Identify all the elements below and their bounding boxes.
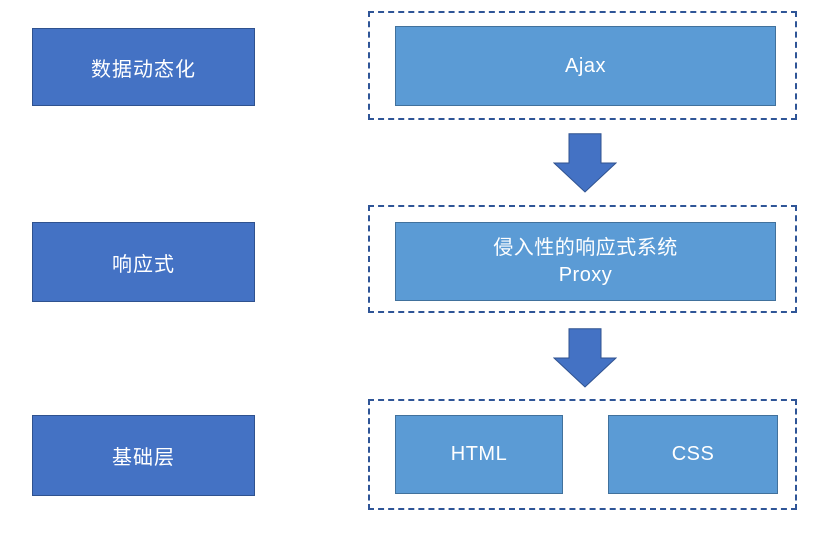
- category-box-base-layer: 基础层: [32, 415, 255, 496]
- node-label: CSS: [671, 443, 715, 465]
- down-arrow-icon: [553, 328, 617, 388]
- category-box-data-dynamization: 数据动态化: [32, 28, 255, 106]
- category-label: 数据动态化: [91, 58, 196, 81]
- category-box-responsive: 响应式: [32, 222, 255, 302]
- category-label: 基础层: [112, 447, 175, 469]
- category-label: 响应式: [112, 253, 175, 276]
- dashed-container-base: HTML CSS: [368, 399, 797, 510]
- dashed-container-ajax: Ajax: [368, 11, 797, 120]
- node-box-css: CSS: [608, 415, 778, 494]
- node-box-proxy: 侵入性的响应式系统 Proxy: [395, 222, 776, 301]
- node-box-html: HTML: [395, 415, 563, 494]
- node-label: Ajax: [565, 54, 606, 77]
- down-arrow-icon: [553, 133, 617, 193]
- node-label: HTML: [450, 443, 508, 465]
- node-label-line2: Proxy: [558, 263, 613, 286]
- node-box-ajax: Ajax: [395, 26, 776, 106]
- dashed-container-proxy: 侵入性的响应式系统 Proxy: [368, 205, 797, 313]
- node-label-line1: 侵入性的响应式系统: [493, 236, 678, 259]
